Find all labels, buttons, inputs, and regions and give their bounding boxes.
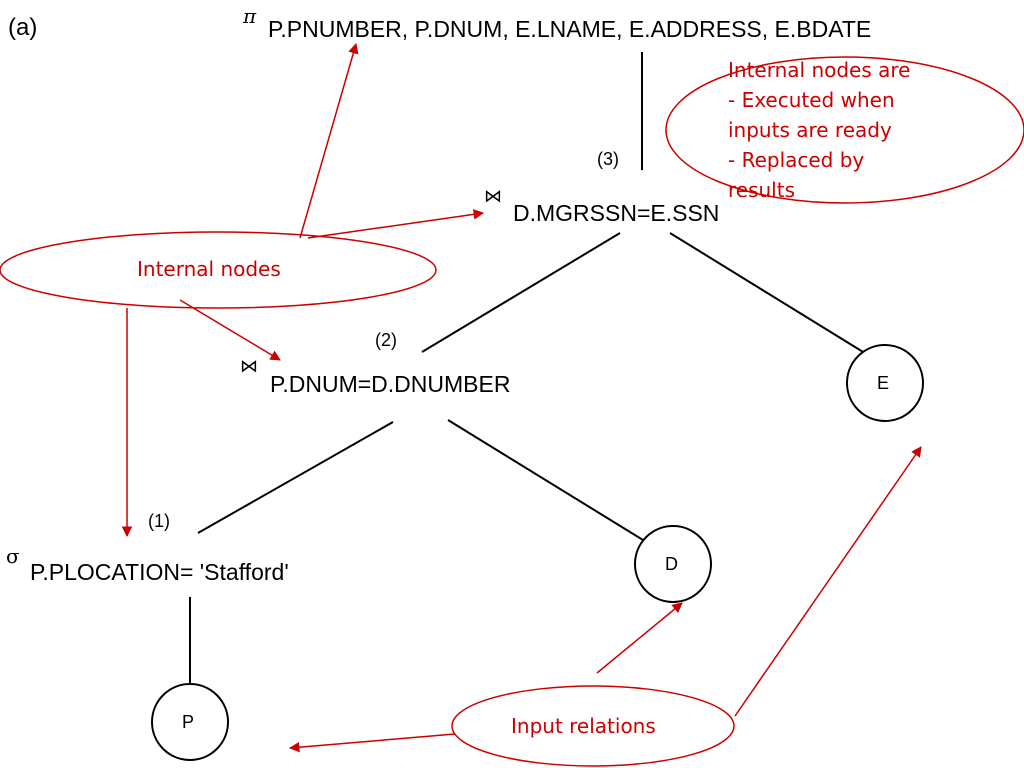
internal-nodes-note-line-4: - Replaced by xyxy=(728,148,865,172)
internal-nodes-label: Internal nodes xyxy=(137,257,281,281)
edge-join2-select1 xyxy=(197,421,394,534)
figure-label: (a) xyxy=(8,14,38,41)
arrow-to-D xyxy=(596,602,683,674)
join3-symbol: ⋈ xyxy=(484,186,502,207)
arrow-to-E xyxy=(734,446,922,717)
join3-number: (3) xyxy=(597,149,619,169)
projection-attributes: P.PNUMBER, P.DNUM, E.LNAME, E.ADDRESS, E… xyxy=(268,16,872,42)
edge-join3-join2 xyxy=(421,232,621,353)
join3-condition: D.MGRSSN=E.SSN xyxy=(513,200,720,226)
join2-symbol: ⋈ xyxy=(240,356,258,377)
internal-nodes-note-line-1: Internal nodes are xyxy=(728,58,911,82)
leaf-P-label: P xyxy=(182,712,195,732)
arrow-to-projection xyxy=(299,42,359,239)
leaf-E-label: E xyxy=(877,373,890,393)
join2-number: (2) xyxy=(375,330,397,350)
internal-nodes-note-line-5: results xyxy=(728,178,796,202)
arrow-to-join2 xyxy=(179,299,281,361)
select1-symbol: σ xyxy=(6,544,20,568)
input-relations-label: Input relations xyxy=(511,714,656,738)
internal-nodes-note-ellipse xyxy=(665,56,1024,204)
arrow-to-P xyxy=(288,733,456,753)
edge-join2-D xyxy=(447,419,644,541)
edge-join3-E xyxy=(669,232,869,356)
leaf-D-label: D xyxy=(665,554,678,574)
leaf-D-circle xyxy=(634,525,712,603)
leaf-E-circle xyxy=(846,344,924,422)
internal-nodes-ellipse xyxy=(0,231,437,309)
input-relations-ellipse xyxy=(451,685,735,767)
internal-nodes-note-line-3: inputs are ready xyxy=(728,118,892,142)
leaf-P-circle xyxy=(151,683,229,761)
internal-nodes-note-line-2: - Executed when xyxy=(728,88,895,112)
join2-condition: P.DNUM=D.DNUMBER xyxy=(270,371,511,397)
internal-nodes-note: Internal nodes are - Executed when input… xyxy=(728,55,910,205)
select1-number: (1) xyxy=(148,511,170,531)
arrow-to-join3 xyxy=(307,209,485,239)
select1-condition: P.PLOCATION= 'Stafford' xyxy=(30,559,289,585)
projection-symbol: π xyxy=(243,4,257,28)
